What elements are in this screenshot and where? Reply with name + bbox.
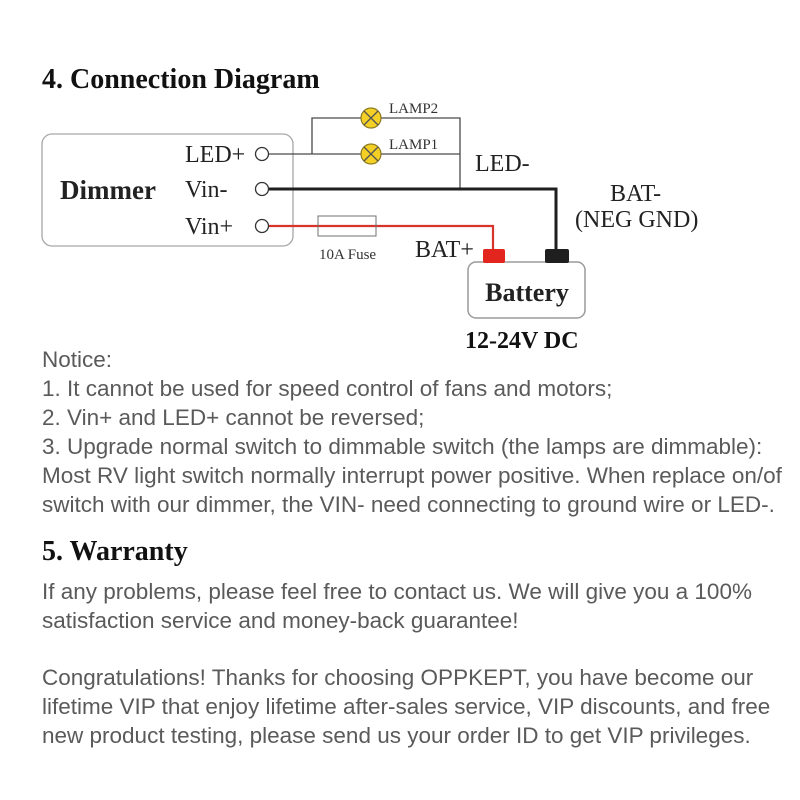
warranty-line: lifetime VIP that enjoy lifetime after-s… bbox=[42, 694, 771, 719]
dimmer-label: Dimmer bbox=[60, 175, 156, 205]
notice-title: Notice: bbox=[42, 347, 113, 372]
notice-line: 1. It cannot be used for speed control o… bbox=[42, 376, 613, 401]
notice-line: switch with our dimmer, the VIN- need co… bbox=[42, 492, 775, 517]
battery-label: Battery bbox=[485, 278, 569, 307]
lamp2-cross bbox=[363, 110, 379, 126]
lamp-icon bbox=[360, 107, 382, 129]
fuse-label: 10A Fuse bbox=[319, 247, 376, 263]
terminal-label-led-plus: LED+ bbox=[185, 142, 245, 168]
voltage-label: 12-24V DC bbox=[465, 328, 579, 354]
battery-negative-terminal bbox=[545, 249, 569, 263]
connection-diagram: Dimmer LED+ Vin- Vin+ 10A Fuse LAMP2 LAM… bbox=[41, 101, 698, 354]
wire-lamp-return bbox=[381, 117, 461, 189]
battery-box bbox=[467, 261, 586, 319]
notice-line: Most RV light switch normally interrupt … bbox=[42, 463, 782, 488]
bat-minus-label: BAT- bbox=[610, 181, 661, 207]
lamp1-label: LAMP1 bbox=[389, 137, 438, 153]
lamp1-cross bbox=[363, 146, 379, 162]
warranty-heading: 5. Warranty bbox=[42, 536, 188, 567]
connection-diagram-heading: 4. Connection Diagram bbox=[42, 64, 320, 95]
warranty-line: satisfaction service and money-back guar… bbox=[42, 608, 519, 633]
neg-gnd-label: (NEG GND) bbox=[575, 207, 698, 233]
warranty-paragraph: Congratulations! Thanks for choosing OPP… bbox=[42, 663, 800, 750]
terminal-label-vin-plus: Vin+ bbox=[185, 214, 233, 240]
wire-led-plus bbox=[269, 117, 361, 155]
warranty-paragraph: If any problems, please feel free to con… bbox=[42, 577, 800, 635]
terminal-led-plus bbox=[254, 146, 270, 162]
notice-line: 3. Upgrade normal switch to dimmable swi… bbox=[42, 434, 763, 459]
warranty-line: new product testing, please send us your… bbox=[42, 723, 751, 748]
bat-plus-label: BAT+ bbox=[415, 237, 474, 263]
wire-vin-plus bbox=[269, 224, 495, 250]
lamp2-label: LAMP2 bbox=[389, 101, 438, 117]
terminal-vin-minus bbox=[254, 181, 270, 197]
lamp-icon bbox=[360, 143, 382, 165]
notice-block: Notice: 1. It cannot be used for speed c… bbox=[42, 345, 800, 519]
terminal-vin-plus bbox=[254, 218, 270, 234]
battery-positive-terminal bbox=[483, 249, 505, 263]
warranty-line: Congratulations! Thanks for choosing OPP… bbox=[42, 665, 754, 690]
wire-vin-minus bbox=[269, 187, 558, 250]
terminal-label-vin-minus: Vin- bbox=[185, 177, 228, 203]
notice-line: 2. Vin+ and LED+ cannot be reversed; bbox=[42, 405, 425, 430]
fuse bbox=[317, 215, 377, 237]
warranty-line: If any problems, please feel free to con… bbox=[42, 579, 752, 604]
led-minus-label: LED- bbox=[475, 151, 530, 177]
